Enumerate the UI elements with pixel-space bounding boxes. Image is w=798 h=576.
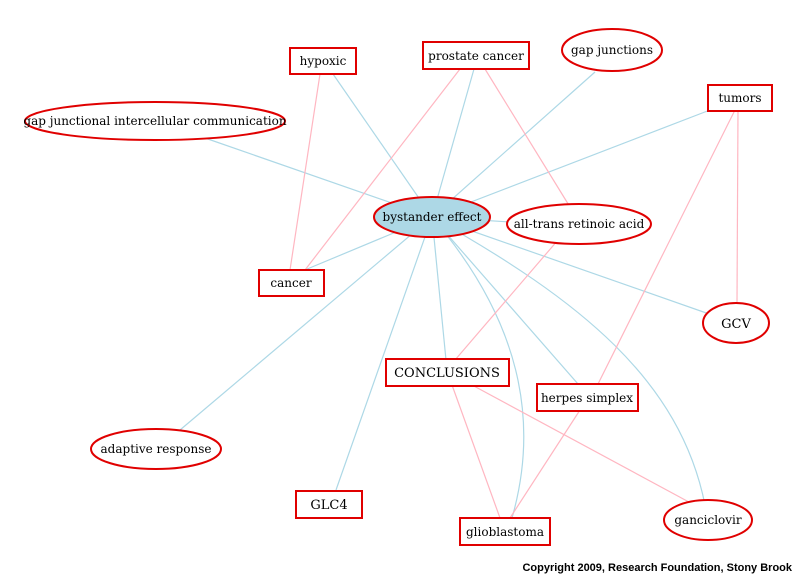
edge-bystander-glc4 bbox=[335, 216, 433, 491]
edge-bystander-adaptive-response bbox=[179, 216, 433, 431]
node-label: GLC4 bbox=[310, 498, 347, 513]
node-label: herpes simplex bbox=[541, 391, 633, 405]
node-gcv[interactable]: GCV bbox=[702, 302, 770, 344]
edge-conclusions-ganciclovir bbox=[471, 384, 701, 509]
node-hypoxic[interactable]: hypoxic bbox=[289, 47, 357, 75]
edge-tumors-herpes-simplex bbox=[597, 109, 736, 385]
node-label: adaptive response bbox=[101, 442, 212, 456]
edge-bystander-gcv bbox=[431, 216, 713, 316]
node-adaptive-response[interactable]: adaptive response bbox=[90, 428, 222, 470]
node-label: bystander effect bbox=[383, 210, 482, 224]
edge-all-trans-conclusions bbox=[454, 239, 559, 361]
node-herpes-simplex[interactable]: herpes simplex bbox=[536, 383, 639, 412]
node-tumors[interactable]: tumors bbox=[707, 84, 773, 112]
node-prostate-cancer[interactable]: prostate cancer bbox=[422, 41, 530, 70]
edge-conclusions-glioblastoma bbox=[451, 384, 501, 519]
edge-bystander-prostate-cancer bbox=[431, 68, 475, 218]
node-label: all-trans retinoic acid bbox=[514, 217, 645, 231]
edge-bystander-herpes-simplex bbox=[431, 216, 579, 385]
node-all-trans-retinoic-acid[interactable]: all-trans retinoic acid bbox=[506, 203, 652, 245]
node-label: glioblastoma bbox=[466, 525, 544, 539]
edge-prostate-cancer-all-trans bbox=[484, 68, 571, 208]
node-gap-junctions[interactable]: gap junctions bbox=[561, 28, 663, 72]
edge-bystander-conclusions bbox=[431, 216, 447, 361]
node-label: CONCLUSIONS bbox=[394, 366, 500, 381]
node-cancer[interactable]: cancer bbox=[258, 269, 325, 297]
edge-bystander-glioblastoma bbox=[431, 216, 525, 519]
edge-bystander-gap-junctions bbox=[431, 71, 596, 218]
edge-hypoxic-cancer bbox=[289, 73, 321, 271]
edge-bystander-tumors bbox=[431, 109, 711, 218]
node-glc4[interactable]: GLC4 bbox=[295, 490, 363, 519]
node-label: gap junctional intercellular communicati… bbox=[23, 114, 286, 128]
node-label: ganciclovir bbox=[674, 513, 742, 527]
node-ganciclovir[interactable]: ganciclovir bbox=[663, 499, 753, 541]
edge-bystander-hypoxic bbox=[332, 73, 433, 218]
node-label: GCV bbox=[721, 317, 751, 332]
edges-secondary bbox=[289, 68, 739, 519]
edge-herpes-simplex-glioblastoma bbox=[509, 409, 581, 519]
node-label: hypoxic bbox=[300, 54, 347, 68]
node-glioblastoma[interactable]: glioblastoma bbox=[459, 517, 551, 546]
node-label: tumors bbox=[718, 91, 761, 105]
node-label: gap junctions bbox=[571, 43, 653, 57]
edge-tumors-gcv bbox=[736, 109, 739, 303]
copyright-notice: Copyright 2009, Research Foundation, Sto… bbox=[522, 562, 792, 574]
node-label: prostate cancer bbox=[428, 49, 524, 63]
node-bystander-effect[interactable]: bystander effect bbox=[373, 196, 491, 238]
node-gjic[interactable]: gap junctional intercellular communicati… bbox=[23, 101, 287, 141]
node-label: cancer bbox=[270, 276, 311, 290]
node-conclusions[interactable]: CONCLUSIONS bbox=[385, 358, 510, 387]
edge-prostate-cancer-cancer bbox=[304, 68, 461, 271]
edge-bystander-ganciclovir bbox=[431, 216, 706, 506]
